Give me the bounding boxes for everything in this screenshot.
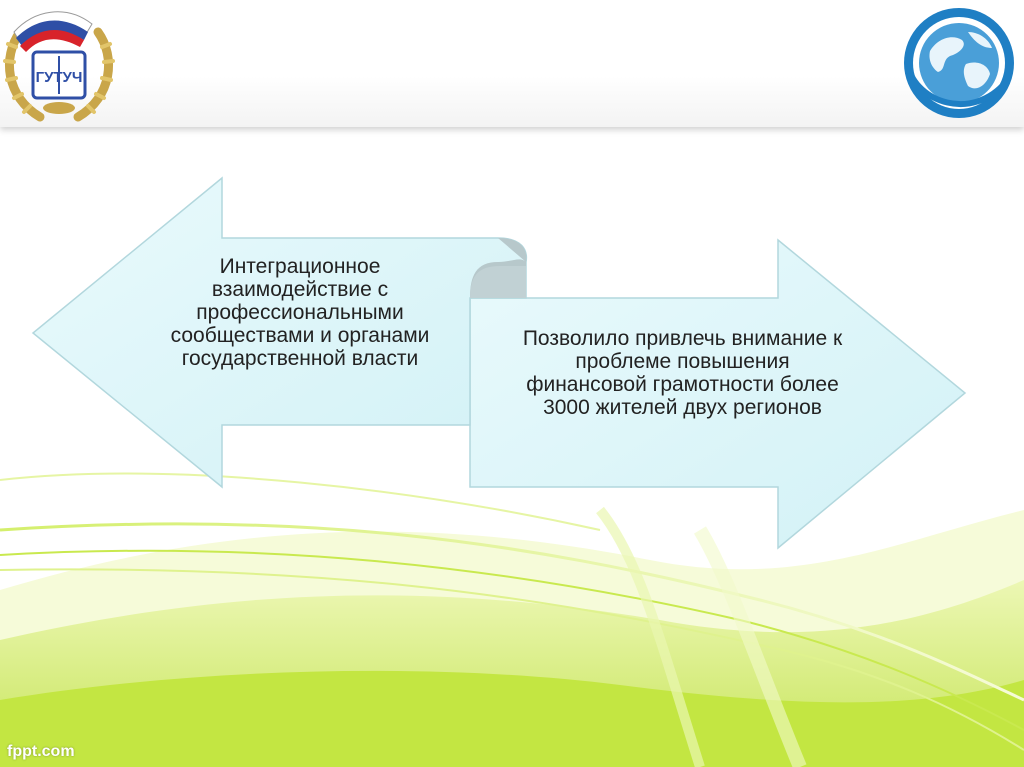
left-arrow-text: Интеграционное взаимодействие с професси… [170, 255, 430, 370]
arrow-diagram [31, 176, 967, 550]
arrow-left-shape [31, 176, 528, 489]
emblem-text: ГУТУЧ [36, 69, 83, 86]
right-arrow-text: Позволило привлечь внимание к проблеме п… [522, 327, 843, 419]
arrow-right-shape [469, 238, 967, 550]
decorative-waves [0, 472, 1024, 767]
globe-icon [904, 8, 1014, 118]
header-band [0, 0, 1024, 127]
university-emblem-icon: ГУТУЧ [3, 11, 115, 122]
footer-watermark: fppt.com [7, 743, 75, 760]
